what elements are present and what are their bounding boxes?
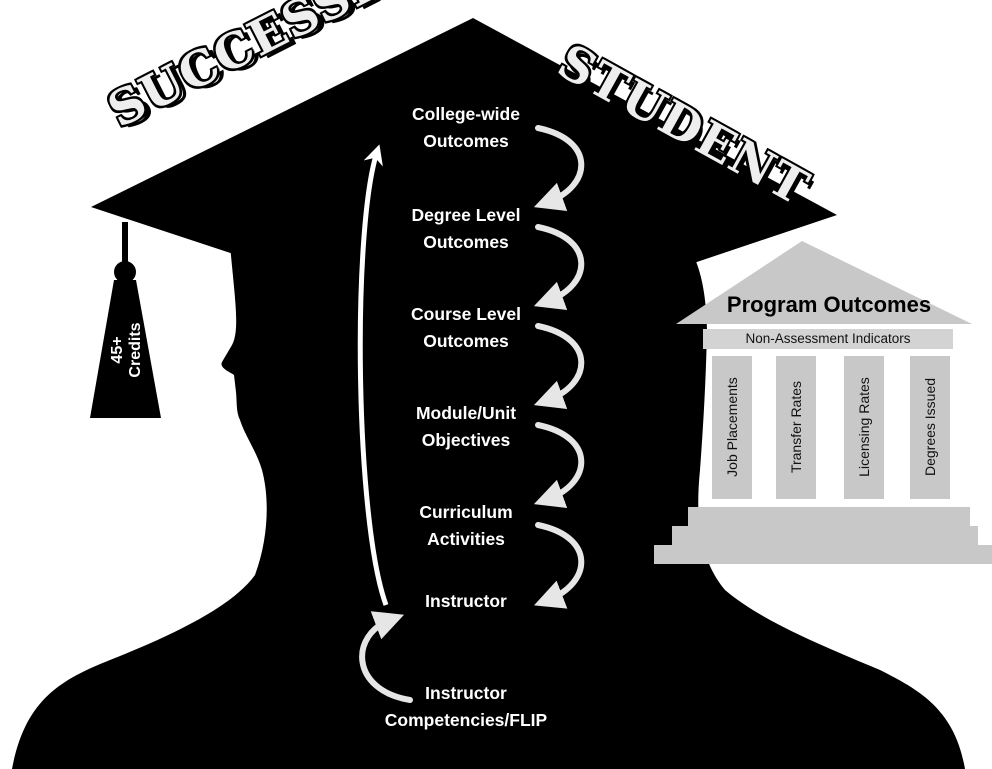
flow-arrow-4 [533, 422, 585, 508]
step-module-unit-objectives: Module/Unit Objectives [415, 403, 517, 450]
flow-arrow-5 [534, 522, 585, 609]
step-instructor-competencies: Instructor Competencies/FLIP [384, 683, 548, 730]
flow-arrow-up-from-competencies [359, 611, 413, 703]
step-degree-level-outcomes: Degree Level Outcomes [411, 205, 521, 252]
mortarboard [91, 18, 837, 335]
pillar-job-placements: Job Placements [724, 377, 740, 477]
flow-arrow-2 [533, 224, 585, 310]
program-outcomes-title: Program Outcomes [726, 292, 932, 317]
flow-arrows [359, 125, 585, 703]
step-college-wide-outcomes: College-wide Outcomes [412, 104, 520, 151]
tassel [90, 222, 161, 418]
pillar-degrees-issued: Degrees Issued [922, 377, 938, 477]
step-curriculum-activities: Curriculum Activities [419, 502, 513, 549]
student-silhouette [12, 245, 965, 769]
step-course-level-outcomes: Course Level Outcomes [411, 304, 521, 351]
pillar-transfer-rates: Transfer Rates [788, 380, 804, 474]
non-assessment-indicators-label: Non-Assessment Indicators [745, 331, 911, 346]
flow-arrow-3 [533, 323, 585, 409]
flow-arrow-1 [533, 125, 585, 211]
step-instructor: Instructor [425, 591, 507, 611]
credits-label: 45+ Credits [109, 322, 144, 378]
program-building [654, 241, 992, 564]
pillar-licensing-rates: Licensing Rates [856, 377, 872, 477]
long-up-arrow [357, 144, 389, 606]
